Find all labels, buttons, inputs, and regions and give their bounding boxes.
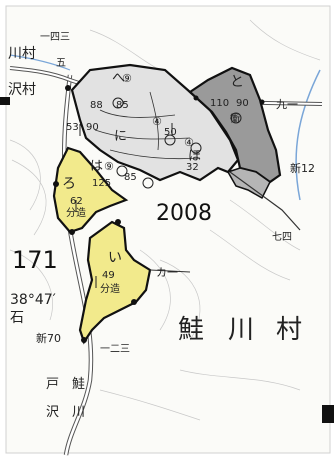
- zone-to: [188, 66, 282, 184]
- vertical-1: 戸: [46, 377, 59, 392]
- village-sake-3: 村: [276, 315, 302, 345]
- zone-ho-kana: ほ: [188, 149, 201, 164]
- edge-mark-left: [0, 97, 10, 105]
- zone-to-kana: と: [230, 74, 244, 90]
- yonsan-label: 一四三: [40, 32, 70, 43]
- vertical-4: 川: [72, 405, 85, 420]
- ishi-label: 石: [10, 310, 24, 326]
- zone-to-species: 衝: [230, 112, 240, 125]
- contour-lines: [9, 19, 321, 421]
- ichini-label: 一二三: [100, 344, 130, 355]
- zone-ha-circle: ⑨: [104, 160, 114, 173]
- zone-he-circle: ⑨: [122, 72, 132, 85]
- zone-ro-tag: 分造: [66, 206, 86, 219]
- ka1-label: カ一: [156, 266, 178, 279]
- route-171: 171: [12, 246, 58, 274]
- zone-ni-v3: 50: [164, 127, 177, 138]
- coord-label: 38°47′: [10, 292, 56, 308]
- village-sawamura: 沢村: [8, 82, 36, 98]
- survey-symbols: [112, 97, 242, 189]
- zone-i-kana: い: [108, 250, 122, 266]
- village-sake-1: 鮭: [178, 315, 204, 345]
- kuichi-label: 九一: [276, 98, 298, 111]
- zone-he-kana: へ: [112, 71, 125, 86]
- zone-i: [78, 220, 152, 345]
- zone-ha-v1: 125: [92, 178, 111, 189]
- zone-to-v1: 110: [210, 98, 229, 109]
- new12-label: 新12: [290, 161, 315, 175]
- zone-ha-v2: 85: [124, 172, 137, 183]
- zone-ni-circle: ④: [152, 115, 162, 128]
- subzone-lines: [94, 91, 201, 160]
- edge-mark-right: [322, 405, 334, 423]
- village-sake-2: 川: [228, 315, 254, 345]
- zone-i-v1: 49: [102, 270, 115, 281]
- vertical-2: 鮭: [72, 377, 85, 392]
- zone-ro-kana: ろ: [62, 176, 76, 192]
- zone-ni-kana: に: [114, 129, 127, 144]
- zone-ro: [52, 146, 129, 234]
- zone-he-v2: 85: [116, 100, 129, 111]
- trail-east: [229, 171, 301, 231]
- go-label: 五: [56, 58, 66, 69]
- zone-he-v1: 88: [90, 100, 103, 111]
- zone-ho-circle: ④: [184, 136, 194, 149]
- village-kawamura: 川村: [8, 46, 36, 62]
- zone-ni-v1: 53: [66, 122, 79, 133]
- vertical-3: 沢: [46, 405, 59, 420]
- zone-i-tag: 分造: [100, 282, 120, 295]
- road-dots: [53, 85, 265, 343]
- arrow-marks: [75, 123, 173, 288]
- trail-i: [149, 269, 191, 273]
- zone-ha-kana: は: [90, 159, 103, 174]
- zone-gray-tail: [226, 167, 271, 200]
- nana4-label: 七四: [272, 231, 292, 243]
- zone-ni-v2: 90: [86, 122, 99, 133]
- zone-to-v2: 90: [236, 98, 249, 109]
- zone-ho-v1: 32: [186, 162, 199, 173]
- year-label: 2008: [156, 201, 212, 226]
- river: [295, 69, 321, 201]
- stream: [9, 54, 71, 71]
- new70-label: 新70: [36, 331, 61, 345]
